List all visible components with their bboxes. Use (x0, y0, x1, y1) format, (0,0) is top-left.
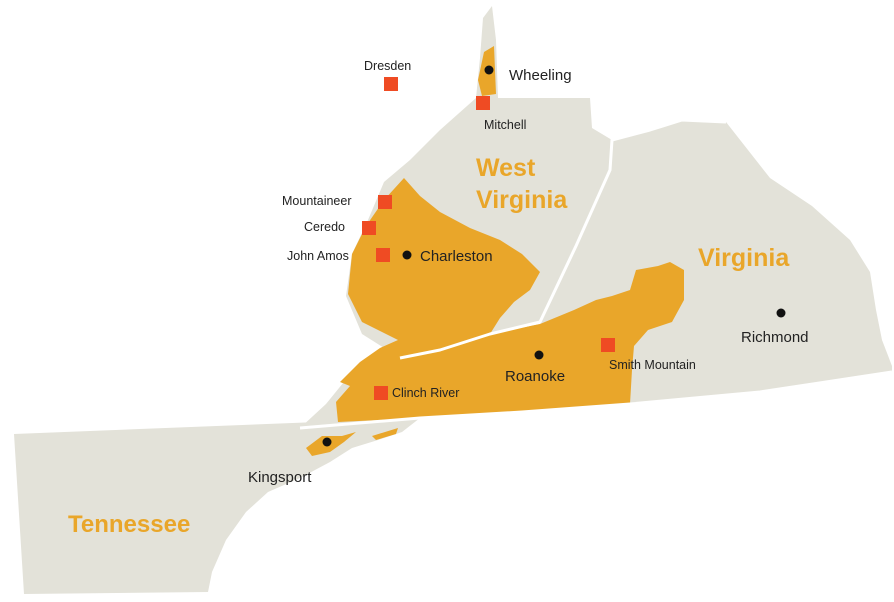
city-label-charleston: Charleston (420, 248, 493, 265)
city-marker-richmond (776, 308, 786, 318)
city-label-kingsport: Kingsport (248, 469, 312, 486)
state-label-west-virginia-line1: West (476, 154, 536, 182)
state-label-virginia: Virginia (698, 244, 790, 272)
plant-marker-john-amos (376, 248, 390, 262)
plant-marker-clinch-river (374, 386, 388, 400)
city-marker-roanoke (534, 350, 544, 360)
plant-label-clinch-river: Clinch River (392, 386, 459, 400)
city-label-wheeling: Wheeling (509, 67, 572, 84)
state-label-tennessee: Tennessee (68, 511, 190, 538)
plant-label-mountaineer: Mountaineer (282, 194, 352, 208)
city-marker-wheeling (484, 65, 494, 75)
border-va-tn (299, 370, 893, 430)
plant-marker-mountaineer (378, 195, 392, 209)
city-label-richmond: Richmond (741, 329, 809, 346)
plant-label-smith-mountain: Smith Mountain (609, 358, 696, 372)
plant-label-john-amos: John Amos (287, 249, 349, 263)
service-area-tn-sliver (372, 428, 398, 440)
tennessee-shape (14, 418, 420, 594)
plant-label-ceredo: Ceredo (304, 220, 345, 234)
plant-marker-dresden (384, 77, 398, 91)
plant-label-dresden: Dresden (364, 59, 411, 73)
service-area-main (336, 178, 684, 422)
plant-marker-ceredo (362, 221, 376, 235)
plant-marker-smith-mountain (601, 338, 615, 352)
plant-label-mitchell: Mitchell (484, 118, 526, 132)
border-wv-va (399, 118, 727, 360)
city-marker-charleston (402, 250, 412, 260)
city-marker-kingsport (322, 437, 332, 447)
state-label-west-virginia-line2: Virginia (476, 186, 568, 214)
plant-marker-mitchell (476, 96, 490, 110)
city-label-roanoke: Roanoke (505, 368, 565, 385)
